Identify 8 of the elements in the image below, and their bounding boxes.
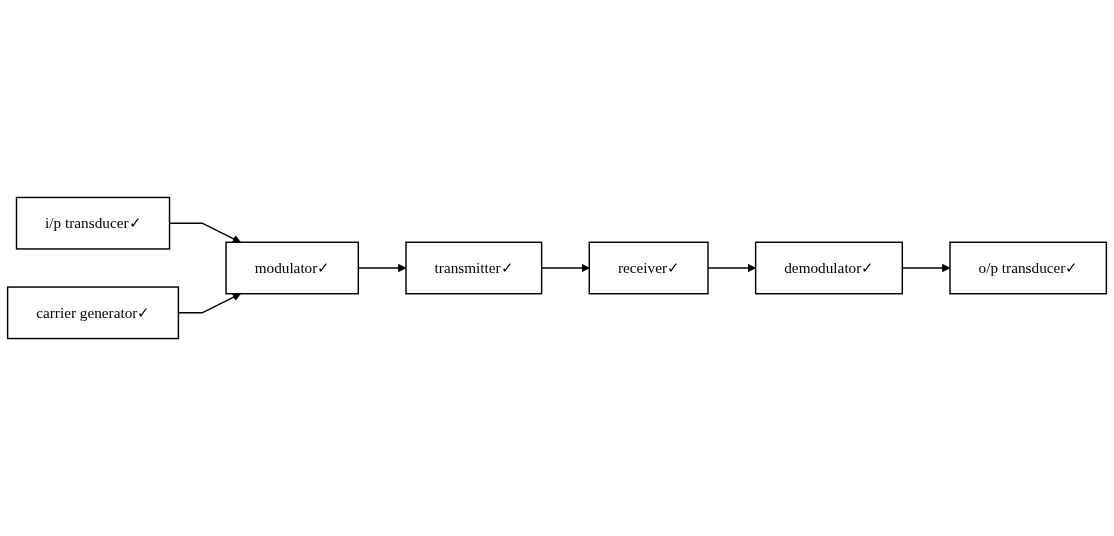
node-box: o/p transducer✓ bbox=[949, 241, 1108, 295]
node-box: modulator✓ bbox=[225, 241, 360, 295]
node-box: carrier generator✓ bbox=[6, 286, 180, 340]
node-box: i/p transducer✓ bbox=[15, 196, 171, 250]
arrow bbox=[707, 263, 756, 273]
node-box: transmitter✓ bbox=[405, 241, 543, 295]
node-box: receiver✓ bbox=[588, 241, 709, 295]
node-box: demodulator✓ bbox=[754, 241, 904, 295]
